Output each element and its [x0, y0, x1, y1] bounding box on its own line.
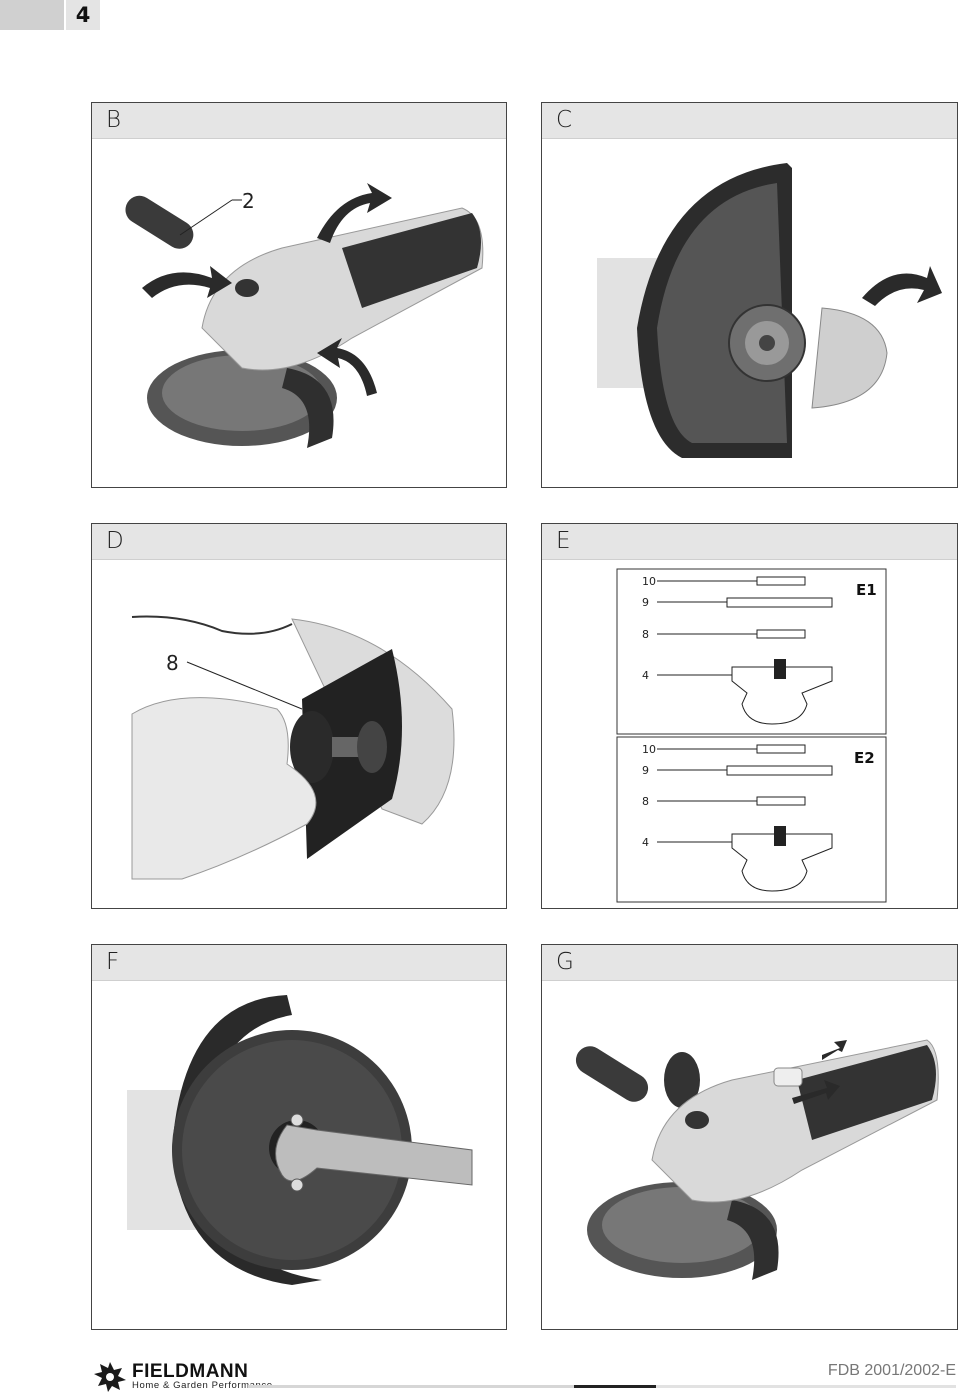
panel-header — [92, 103, 506, 139]
part-number-label: 4 — [642, 669, 649, 682]
model-number: FDB 2001/2002-E — [827, 1362, 956, 1379]
fieldmann-logo-icon — [94, 1362, 126, 1392]
part-number-label: 4 — [642, 836, 649, 849]
panel-letter: E — [556, 528, 571, 554]
panel-letter: F — [106, 949, 120, 975]
brand-name: FIELDMANN — [132, 1361, 249, 1382]
footer-line — [656, 1385, 956, 1388]
panel-letter: C — [556, 107, 573, 133]
panel-letter: D — [106, 528, 124, 554]
panel-letter: G — [556, 949, 574, 975]
page-number-box — [66, 0, 100, 30]
arrow-icon — [317, 338, 377, 396]
figure-panel-f: F — [91, 944, 507, 1330]
figure-panel-e: E 10 9 8 4 E1 10 9 8 4 E2 — [541, 523, 958, 909]
arrow-icon — [317, 183, 392, 243]
panel-header — [542, 103, 957, 139]
part-number-label: 10 — [642, 743, 656, 756]
part-number-label: 8 — [642, 628, 649, 641]
part-number-label: 10 — [642, 575, 656, 588]
brand-tagline: Home & Garden Performance — [132, 1380, 273, 1391]
footer-line — [248, 1385, 656, 1388]
callout-label: 2 — [242, 189, 255, 213]
guard-adjust-photo — [597, 163, 942, 458]
panel-header — [92, 945, 506, 981]
part-number-label: 9 — [642, 596, 649, 609]
part-number-label: 8 — [642, 795, 649, 808]
panel-header — [542, 945, 957, 981]
part-number-label: 9 — [642, 764, 649, 777]
figure-panel-b: B 2 — [91, 102, 507, 488]
assembly-diagram: 10 9 8 4 E1 10 9 8 4 E2 — [616, 568, 887, 903]
figure-panel-g: G — [541, 944, 958, 1330]
arrow-icon — [142, 266, 232, 298]
arrow-icon — [822, 1040, 847, 1060]
arrow-icon — [862, 266, 942, 306]
panel-header — [542, 524, 957, 560]
arrow-icon — [792, 1080, 840, 1104]
callout-label: 8 — [166, 651, 179, 675]
diagram-tag: E2 — [854, 749, 875, 767]
page-number: 4 — [75, 3, 91, 27]
spindle-lock-photo — [575, 1039, 939, 1280]
footer-line-accent — [574, 1385, 656, 1388]
diagram-tag: E1 — [856, 581, 877, 599]
figure-panel-c: C — [541, 102, 958, 488]
figure-panel-d: D 8 — [91, 523, 507, 909]
panel-letter: B — [106, 107, 122, 133]
wrench-tighten-photo — [127, 995, 473, 1285]
panel-header — [92, 524, 506, 560]
page-tab-bar — [0, 0, 64, 30]
flange-install-photo: 8 — [131, 615, 455, 880]
angle-grinder-photo: 2 — [125, 183, 484, 448]
